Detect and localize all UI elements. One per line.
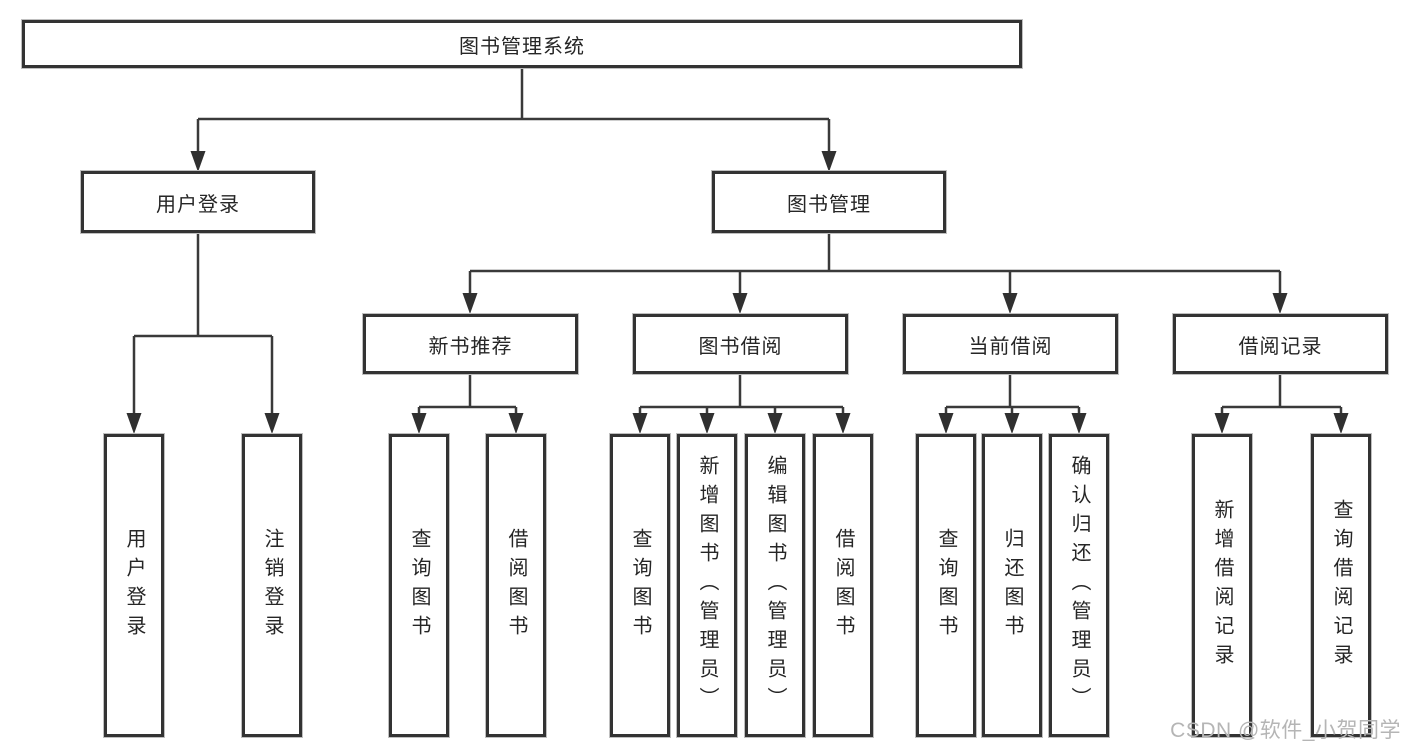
- node-current-borrow-label: 当前借阅: [968, 335, 1053, 358]
- leaf-edit-books-admin-label: 编辑图书（管理员）: [764, 455, 786, 716]
- leaf-recommend-borrow-books-label: 借阅图书: [505, 527, 527, 644]
- leaf-user-login: 用户登录: [104, 434, 164, 737]
- connector-root-to-level2: [190, 68, 837, 172]
- node-book-borrow-label: 图书借阅: [698, 335, 783, 358]
- leaf-logout-label: 注销登录: [261, 527, 283, 644]
- node-new-book-recommend: 新书推荐: [363, 314, 578, 374]
- leaf-borrow-books-label: 借阅图书: [832, 527, 854, 644]
- leaf-return-books-label: 归还图书: [1001, 527, 1023, 644]
- connector-current-borrow-to-leaves: [938, 374, 1087, 434]
- leaf-recommend-query-books: 查询图书: [389, 434, 449, 737]
- leaf-current-query-books: 查询图书: [916, 434, 976, 737]
- leaf-confirm-return-admin-label: 确认归还（管理员）: [1068, 455, 1090, 716]
- leaf-user-login-label: 用户登录: [123, 527, 145, 644]
- node-borrow-records: 借阅记录: [1173, 314, 1388, 374]
- leaf-query-borrow-record: 查询借阅记录: [1311, 434, 1371, 737]
- leaf-add-books-admin: 新增图书（管理员）: [677, 434, 737, 737]
- leaf-recommend-query-books-label: 查询图书: [408, 527, 430, 644]
- node-book-management-label: 图书管理: [787, 193, 871, 216]
- connector-book-management-to-level3: [462, 233, 1288, 314]
- node-borrow-records-label: 借阅记录: [1238, 335, 1323, 358]
- node-user-login-label: 用户登录: [156, 193, 240, 216]
- node-book-management: 图书管理: [712, 171, 946, 233]
- csdn-watermark: CSDN @软件_小贺同学: [1170, 719, 1401, 742]
- connector-borrow-records-to-leaves: [1214, 374, 1349, 434]
- leaf-return-books: 归还图书: [982, 434, 1042, 737]
- leaf-current-query-books-label: 查询图书: [935, 527, 957, 644]
- leaf-confirm-return-admin: 确认归还（管理员）: [1049, 434, 1109, 737]
- leaf-query-borrow-record-label: 查询借阅记录: [1330, 498, 1352, 673]
- connector-new-book-recommend-to-leaves: [411, 374, 524, 434]
- leaf-add-borrow-record: 新增借阅记录: [1192, 434, 1252, 737]
- leaf-borrow-query-books: 查询图书: [610, 434, 670, 737]
- node-book-borrow: 图书借阅: [633, 314, 848, 374]
- node-user-login: 用户登录: [81, 171, 315, 233]
- leaf-add-borrow-record-label: 新增借阅记录: [1211, 498, 1233, 673]
- leaf-recommend-borrow-books: 借阅图书: [486, 434, 546, 737]
- node-new-book-recommend-label: 新书推荐: [428, 335, 513, 358]
- leaf-logout: 注销登录: [242, 434, 302, 737]
- node-root-label: 图书管理系统: [459, 35, 585, 58]
- leaf-borrow-query-books-label: 查询图书: [629, 527, 651, 644]
- leaf-edit-books-admin: 编辑图书（管理员）: [745, 434, 805, 737]
- leaf-borrow-books: 借阅图书: [813, 434, 873, 737]
- node-root-system: 图书管理系统: [22, 20, 1022, 68]
- connector-book-borrow-to-leaves: [632, 374, 851, 434]
- leaf-add-books-admin-label: 新增图书（管理员）: [696, 455, 718, 716]
- node-current-borrow: 当前借阅: [903, 314, 1118, 374]
- connector-user-login-to-leaves: [126, 233, 280, 434]
